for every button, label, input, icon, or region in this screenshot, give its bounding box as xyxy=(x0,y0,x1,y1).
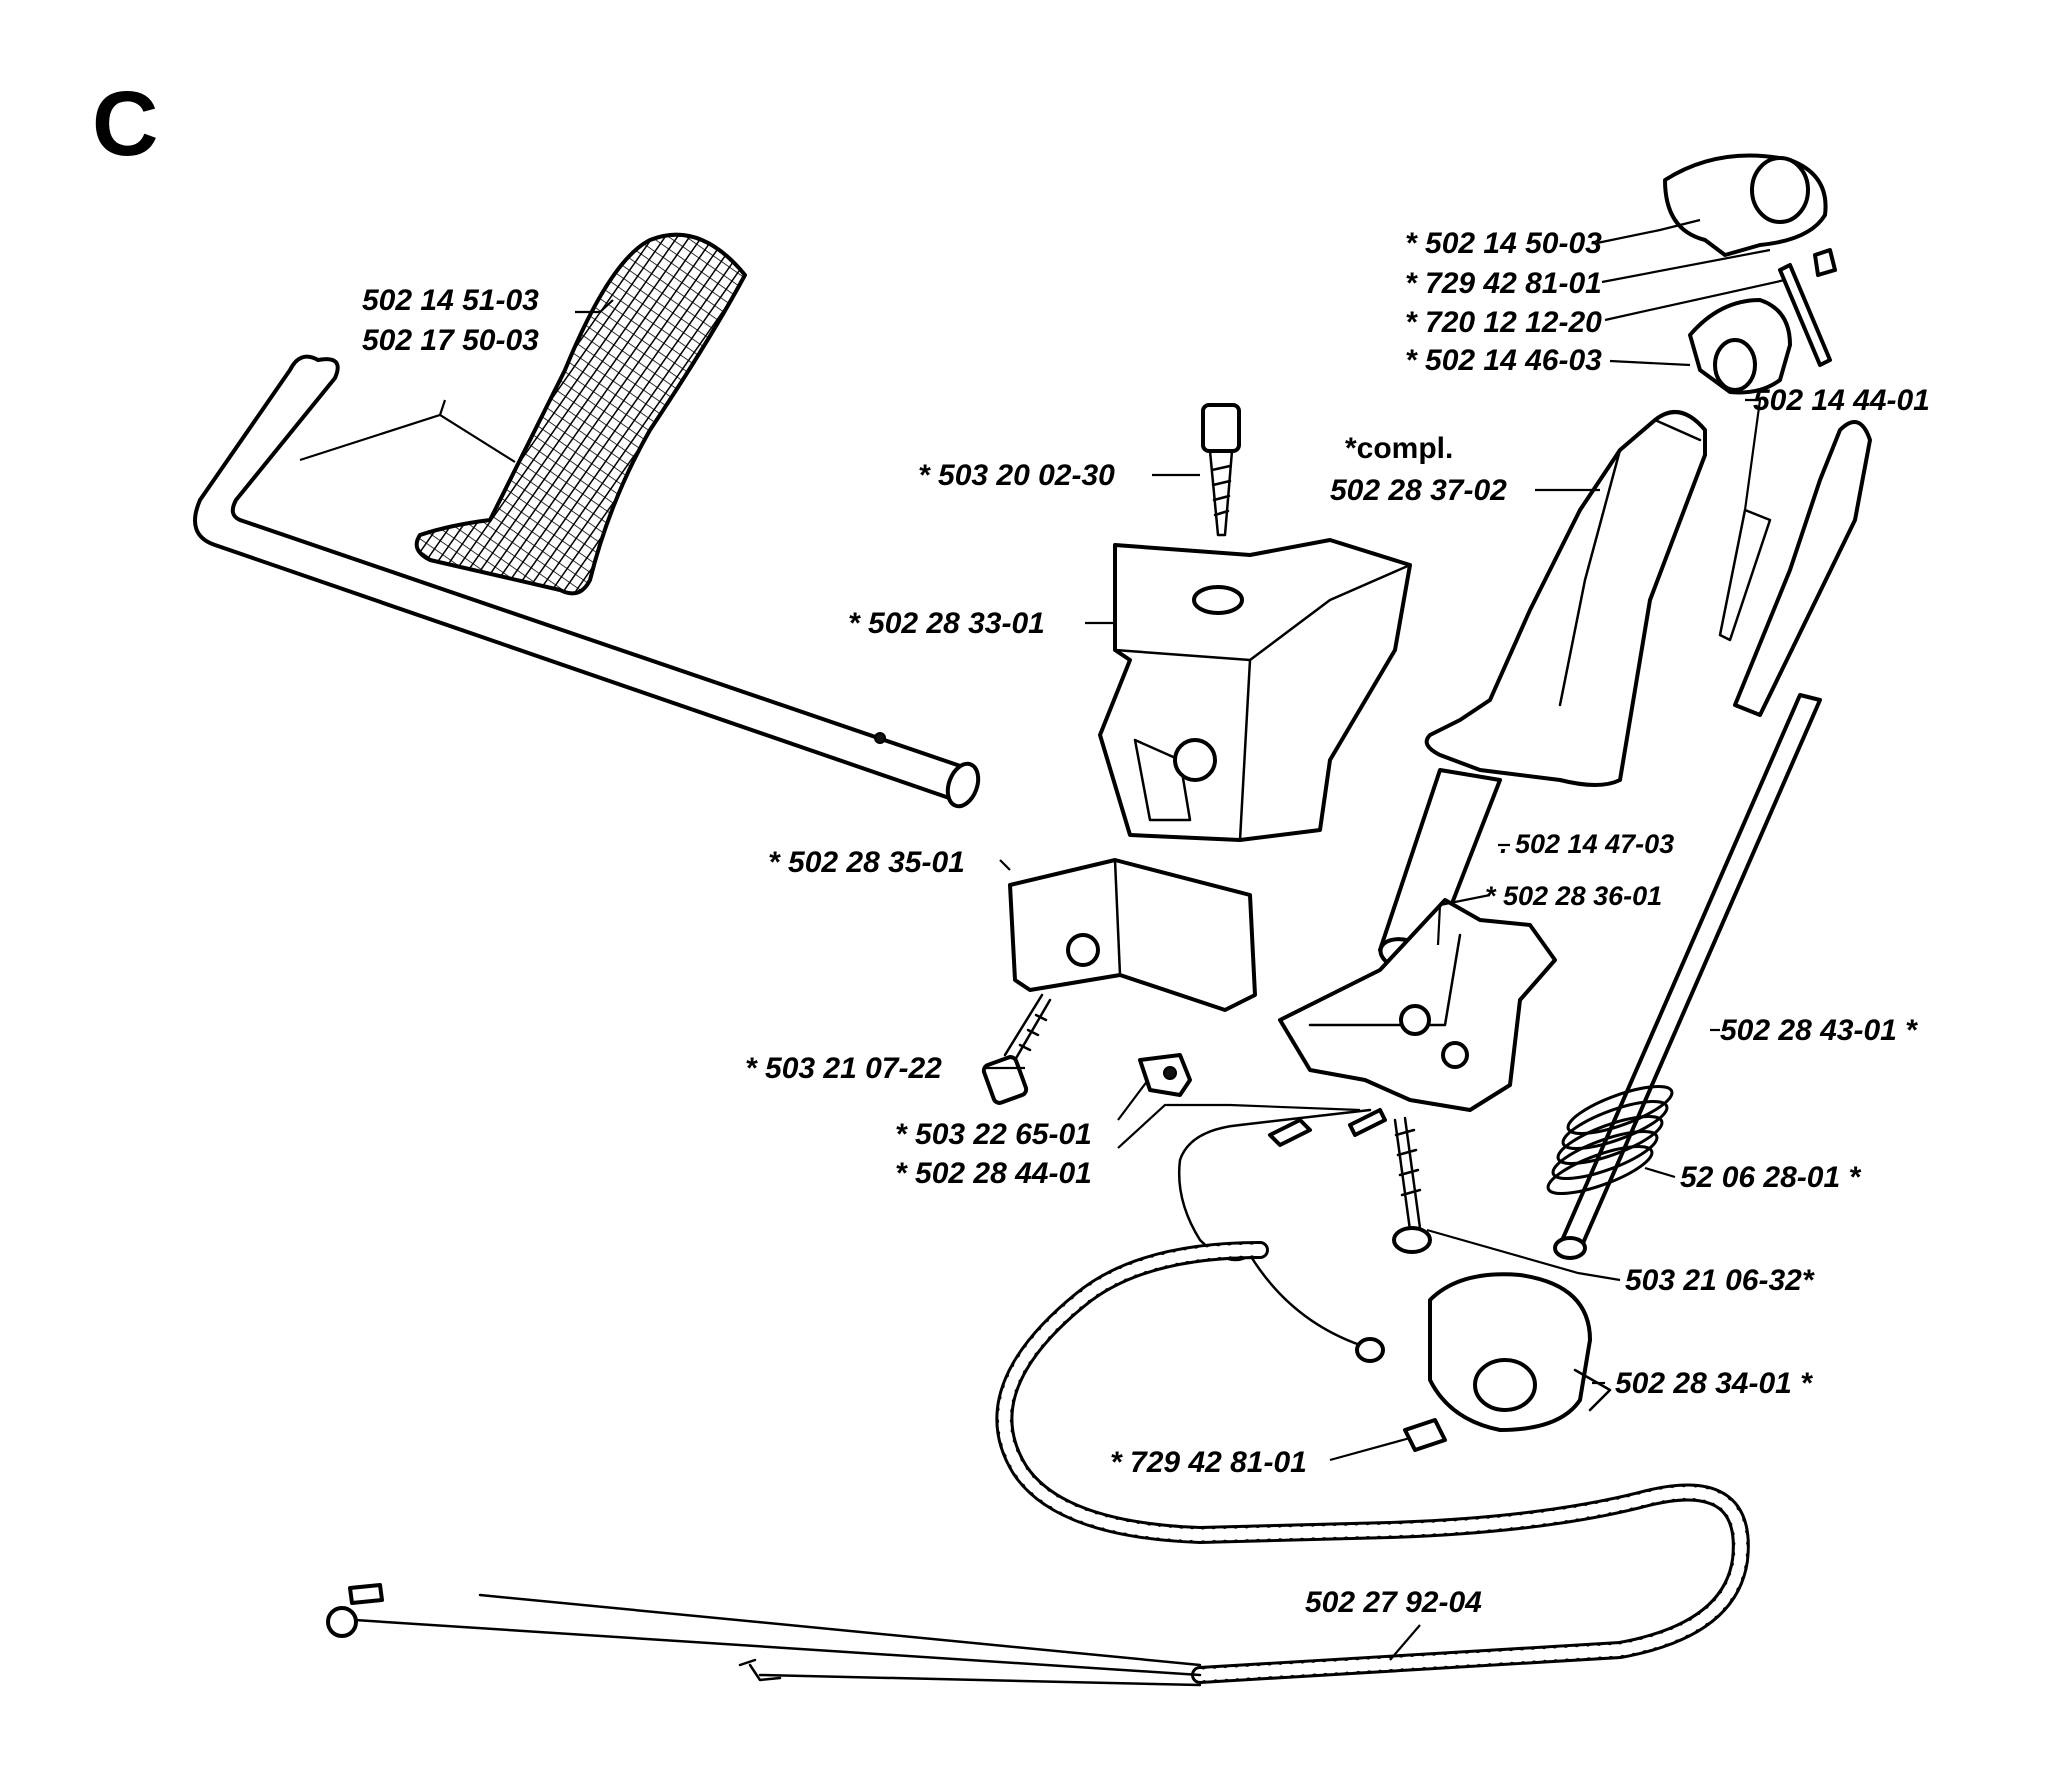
label-grip-b: 502 17 50-03 xyxy=(362,324,539,357)
cable-short xyxy=(1177,1108,1387,1363)
screw-top xyxy=(1201,403,1241,537)
label-screw-top: * 503 20 02-30 xyxy=(918,459,1115,492)
screw-cover xyxy=(981,993,1052,1105)
label-cover: * 502 28 35-01 xyxy=(768,846,965,879)
nut xyxy=(1138,1053,1192,1097)
label-cable-long: 502 27 92-04 xyxy=(1305,1586,1482,1619)
leader-lines xyxy=(299,218,1786,1661)
cap-screw xyxy=(1813,248,1837,277)
section-letter: C xyxy=(92,73,158,175)
trigger xyxy=(1718,420,1872,717)
cover xyxy=(1008,858,1257,1012)
clamp xyxy=(1428,1272,1612,1432)
label-spring: 52 06 28-01 * xyxy=(1680,1161,1861,1194)
label-rod: 502 28 43-01 * xyxy=(1720,1014,1918,1047)
label-grip-a: 502 14 51-03 xyxy=(362,284,539,317)
label-housing: * 502 28 33-01 xyxy=(848,607,1045,640)
screw-bracket xyxy=(1392,1116,1432,1254)
label-compl: *compl. xyxy=(1345,432,1453,465)
label-clamp: 502 28 34-01 * xyxy=(1615,1367,1813,1400)
knob xyxy=(1688,298,1792,395)
label-cap-screw: * 729 42 81-01 xyxy=(1405,267,1602,300)
label-knob: * 502 14 46-03 xyxy=(1405,344,1602,377)
label-cable-short: * 502 28 44-01 xyxy=(895,1157,1092,1190)
pin xyxy=(1778,263,1832,367)
label-bracket: * 502 28 36-01 xyxy=(1485,881,1662,911)
label-trigger: 502 14 44-01 xyxy=(1753,384,1930,417)
cap xyxy=(1663,153,1828,257)
cable-long xyxy=(326,1241,1750,1687)
label-screw-bracket: 503 21 06-32* xyxy=(1625,1264,1815,1297)
housing xyxy=(1098,538,1412,842)
clamp-screw xyxy=(1403,1418,1447,1452)
label-clamp-screw: * 729 42 81-01 xyxy=(1110,1446,1307,1479)
handlebar xyxy=(193,354,981,809)
part-labels: 502 14 51-03 502 17 50-03 * 503 20 02-30… xyxy=(362,227,1930,1619)
bracket xyxy=(1278,898,1557,1112)
label-screw-cover: * 503 21 07-22 xyxy=(745,1052,942,1085)
label-cap: * 502 14 50-03 xyxy=(1405,227,1602,260)
handle-grip xyxy=(414,232,747,596)
spring xyxy=(1546,1084,1674,1196)
label-handle: 502 28 37-02 xyxy=(1330,474,1507,507)
rod xyxy=(1553,693,1822,1260)
label-tube: . 502 14 47-03 xyxy=(1500,829,1674,859)
label-nut: * 503 22 65-01 xyxy=(895,1118,1092,1151)
label-pin: * 720 12 12-20 xyxy=(1405,306,1602,339)
